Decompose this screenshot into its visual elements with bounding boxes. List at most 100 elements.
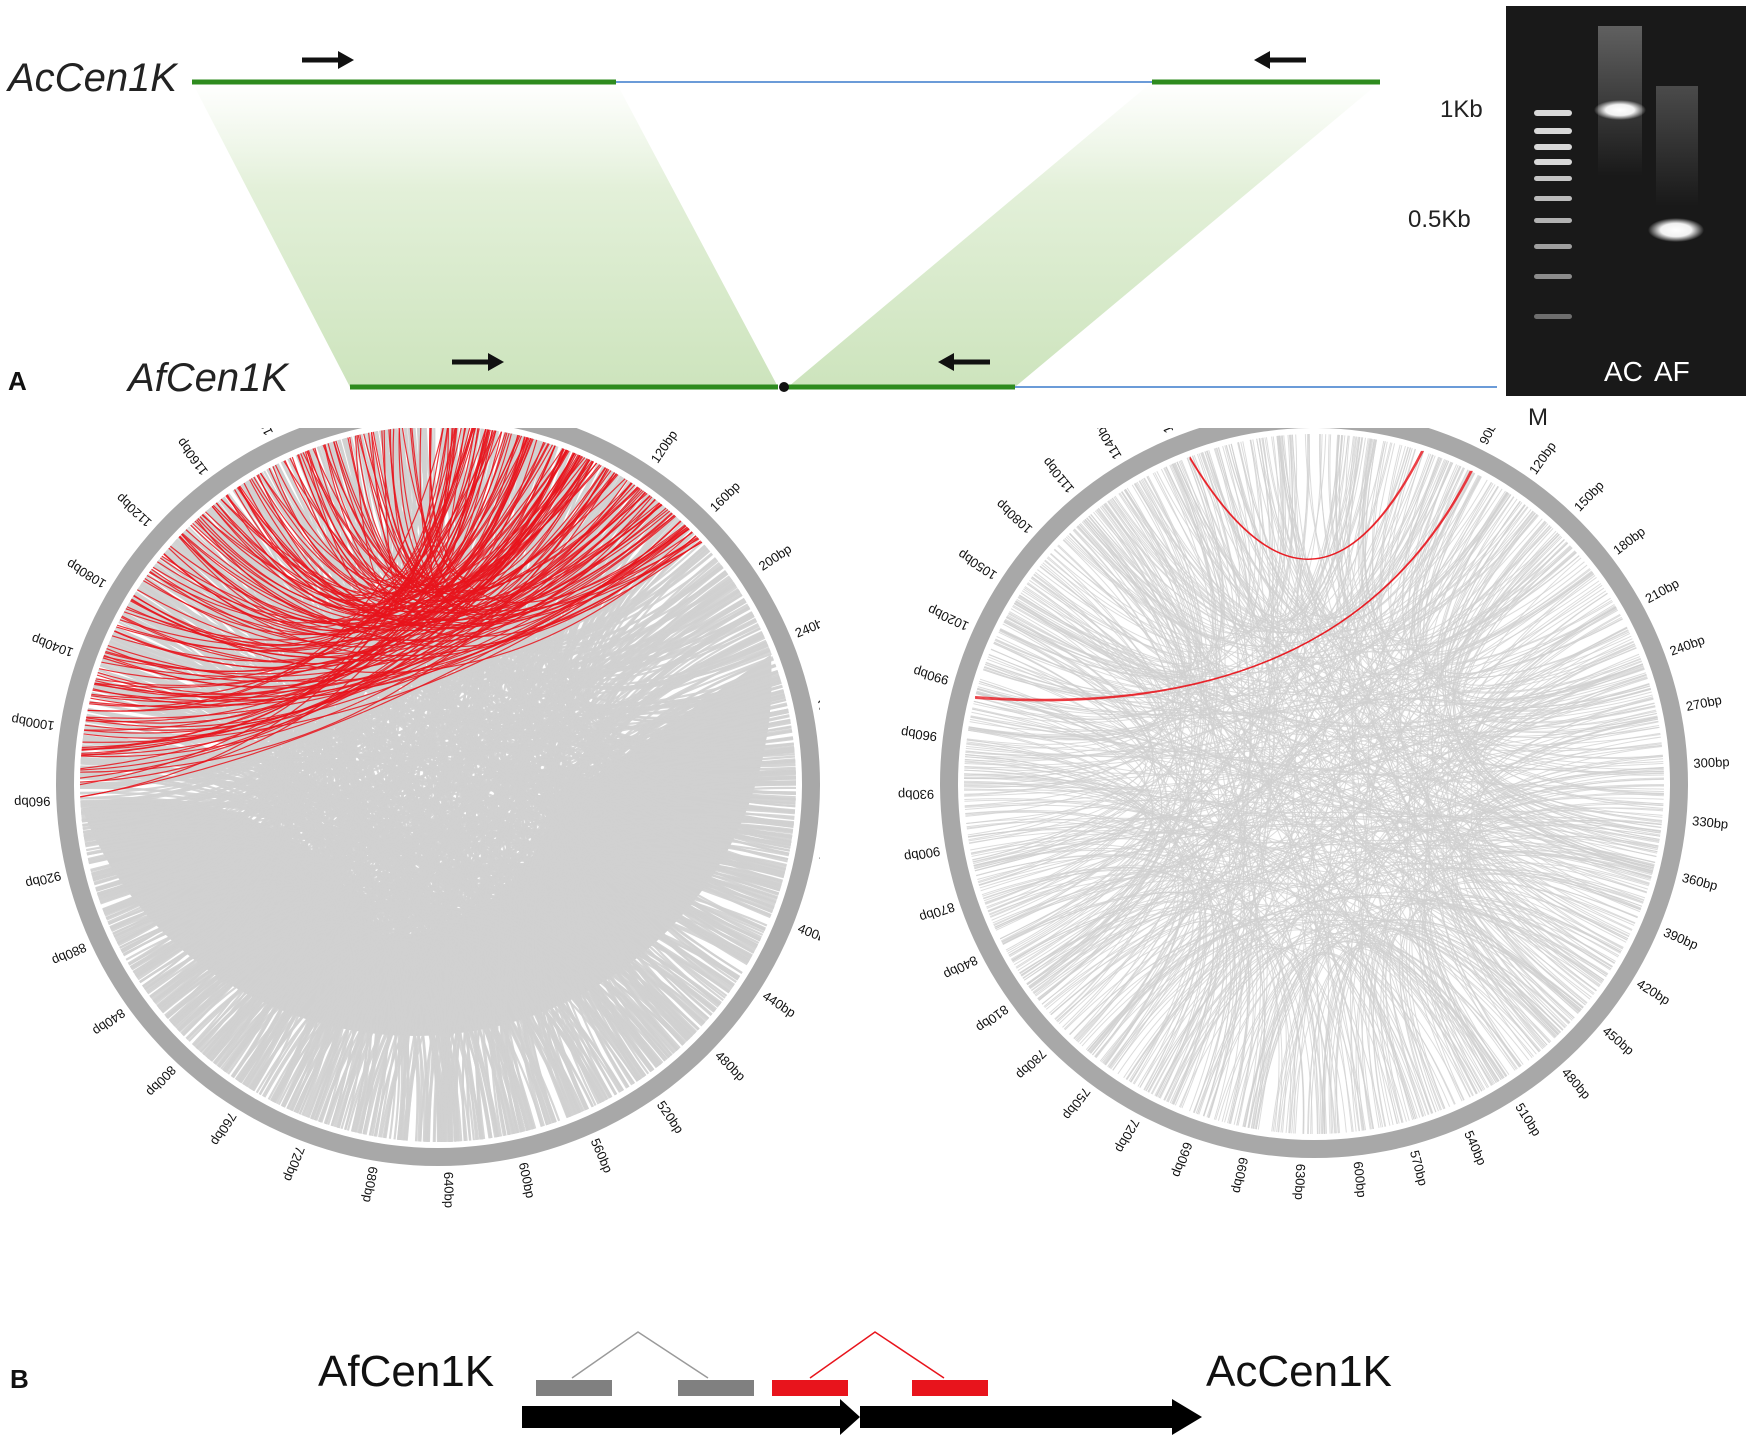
left-circos-link: [356, 434, 618, 1096]
left-circos-link: [492, 433, 673, 1056]
left-circos-link: [102, 876, 398, 1139]
right-circos-link: [1335, 434, 1508, 626]
right-circos-link: [976, 691, 1641, 911]
right-circos-tick-label: 1020bp: [925, 602, 971, 634]
left-circos-link: [518, 612, 754, 1126]
right-circos-tick-label: 330bp: [1691, 813, 1728, 832]
right-circos-link: [995, 532, 1177, 930]
left-circos-highlight-link: [359, 428, 457, 588]
right-circos-link: [1145, 868, 1644, 1092]
right-circos-link: [1034, 571, 1181, 1023]
right-circos-link: [1114, 465, 1462, 634]
left-circos-link: [213, 504, 772, 917]
left-circos-link: [310, 547, 709, 1120]
right-circos-link: [1172, 463, 1538, 639]
left-circos-highlight-link: [411, 428, 564, 594]
right-circos-link: [1359, 504, 1526, 1129]
left-circos-link: [505, 858, 783, 1132]
right-circos-link: [1171, 434, 1323, 618]
left-circos-tick-label: 960bp: [14, 794, 51, 810]
left-circos-link: [286, 950, 529, 1131]
right-circos-link: [1453, 522, 1664, 764]
right-circos-link: [1428, 608, 1618, 1082]
right-circos-link: [964, 766, 1242, 1122]
right-circos-tick-label: 780bp: [1013, 1046, 1049, 1082]
right-circos-tick-label: 240bp: [1668, 632, 1707, 659]
left-circos-link: [87, 707, 796, 795]
right-circos-link: [1147, 475, 1245, 1114]
left-circos-highlight-link: [398, 428, 689, 616]
right-circos-link: [1307, 947, 1478, 1134]
right-circos-tick-label: 630bp: [1292, 1163, 1308, 1200]
left-circos-highlight-link: [225, 495, 660, 613]
left-circos-highlight-link: [201, 514, 686, 621]
left-circos-highlight-link: [202, 513, 703, 629]
right-circos-link: [1014, 601, 1488, 1089]
right-circos-link: [984, 665, 1502, 1081]
right-circos-tick-label: 300bp: [1693, 754, 1730, 771]
right-circos-link: [1365, 457, 1440, 1123]
left-circos-highlight-link: [199, 444, 554, 611]
right-circos-link: [1363, 438, 1629, 679]
right-circos-tick-label: 180bp: [1610, 524, 1648, 558]
right-circos-tick-label: 150bp: [1571, 478, 1607, 514]
right-circos-link: [1029, 479, 1207, 989]
schematic-right-label: AcCen1K: [1206, 1347, 1392, 1396]
left-circos-link: [560, 847, 787, 1088]
left-circos-link: [82, 737, 794, 764]
right-circos-link: [1222, 446, 1568, 1027]
left-circos-link: [207, 928, 618, 1096]
left-circos-link: [142, 896, 691, 1039]
right-circos-link: [1478, 797, 1664, 941]
right-circos-tick-label: 960bp: [900, 725, 938, 744]
left-circos-link: [80, 786, 535, 1130]
left-circos-highlight-link: [363, 430, 493, 580]
left-circos-tick-label: 640bp: [441, 1172, 457, 1209]
left-circos-highlight-link: [429, 428, 689, 604]
left-circos-link: [87, 842, 303, 1065]
right-circos-link: [1319, 434, 1630, 679]
left-circos-link: [250, 934, 635, 1091]
right-circos-link: [1289, 490, 1506, 1134]
unit-arrow-2-icon: [860, 1399, 1202, 1435]
left-circos-highlight-link: [297, 454, 675, 626]
right-circos-link: [983, 607, 1617, 715]
left-circos-tick-label: 440bp: [760, 988, 798, 1020]
left-circos-tick-label: 200bp: [756, 541, 794, 574]
left-circos-link: [577, 627, 761, 1041]
left-circos-highlight-link: [116, 452, 576, 652]
right-circos-link: [1044, 435, 1284, 649]
right-circos-links: [963, 434, 1665, 1134]
left-circos-tick-label: 880bp: [50, 940, 89, 969]
left-circos-highlight-link: [103, 459, 591, 672]
right-circos-link: [965, 811, 1494, 1086]
left-circos-link: [95, 446, 351, 891]
left-circos-plot: 0bp40bp80bp120bp160bp200bp240bp280bp320b…: [10, 428, 820, 1209]
right-circos-link: [1225, 445, 1651, 709]
left-circos-highlight-link: [185, 520, 682, 642]
right-circos-tick-label: 570bp: [1407, 1149, 1431, 1188]
left-circos-link: [82, 428, 406, 827]
right-circos-link: [970, 838, 1548, 1046]
left-circos-link: [178, 747, 795, 1033]
left-circos-highlight-link: [136, 535, 697, 662]
left-circos-highlight-link: [125, 437, 532, 641]
junction-dot: [779, 382, 789, 392]
right-circos-link: [1247, 924, 1570, 1128]
right-circos-link: [1109, 458, 1443, 1069]
left-circos-link: [80, 773, 764, 936]
right-circos-tick-label: 1170bp: [1146, 428, 1176, 435]
right-circos-link: [964, 800, 1659, 848]
right-circos-link: [1291, 434, 1524, 1065]
right-circos-link: [1176, 461, 1661, 836]
primer-forward-top-icon: [302, 51, 354, 69]
right-circos-link: [964, 758, 1152, 958]
right-circos-link: [993, 641, 1172, 1020]
gel-size-1kb: 1Kb: [1440, 96, 1483, 123]
right-circos-link: [978, 569, 1591, 716]
right-circos-link: [974, 493, 1191, 718]
right-circos-link: [1046, 557, 1644, 707]
right-circos-link: [964, 542, 1569, 766]
red-repeat-block-1: [772, 1380, 848, 1396]
right-circos-link: [1160, 442, 1393, 621]
